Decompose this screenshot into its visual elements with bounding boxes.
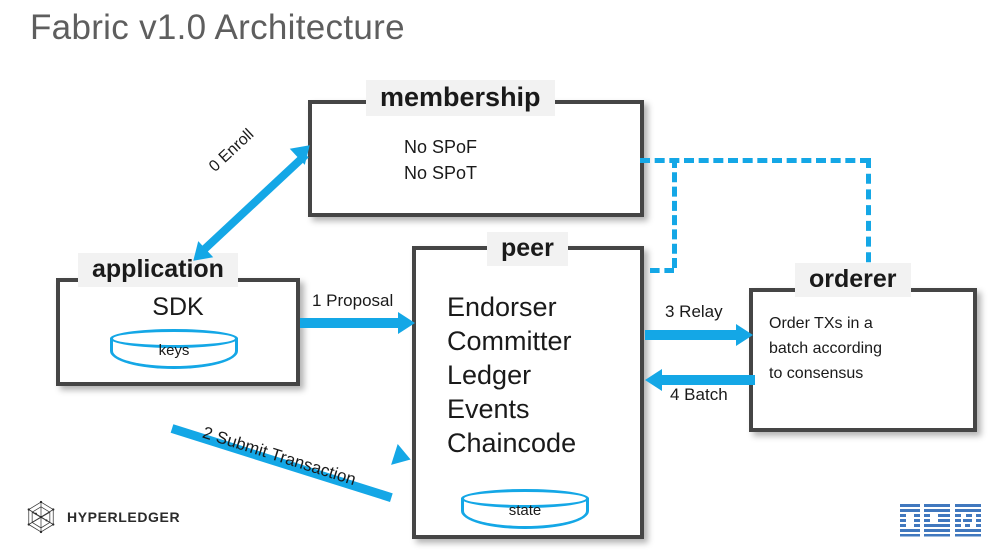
arrow-relay-label: 3 Relay	[665, 302, 723, 321]
keys-cylinder-top	[110, 329, 238, 348]
arrow-batch-head	[645, 369, 662, 391]
hyperledger-wordmark: HYPERLEDGER	[67, 509, 181, 525]
ibm-logo	[900, 503, 984, 542]
dashed-connector-horizontal	[640, 158, 870, 163]
arrow-relay-head	[736, 324, 753, 346]
arrow-relay-line	[645, 330, 738, 340]
application-label: application	[78, 253, 238, 287]
application-body-text: SDK	[152, 293, 204, 321]
arrow-batch-label: 4 Batch	[670, 385, 728, 404]
membership-label: membership	[366, 80, 555, 116]
state-label: state	[508, 501, 542, 519]
arrow-proposal-label: 1 Proposal	[312, 291, 394, 310]
arrow-batch-line	[662, 375, 755, 385]
ibm-wordmark-icon	[900, 504, 981, 537]
application-keys-store: keys	[110, 329, 238, 369]
hyperledger-logo: HYPERLEDGER	[24, 500, 180, 534]
arrow-proposal-line	[300, 318, 400, 328]
arrow-batch	[645, 369, 755, 391]
arrow-relay	[645, 324, 755, 346]
page-title: Fabric v1.0 Architecture	[30, 8, 405, 47]
orderer-label: orderer	[795, 263, 911, 297]
orderer-box[interactable]	[749, 288, 977, 432]
dashed-connector-to-peer	[672, 158, 677, 268]
peer-label: peer	[487, 232, 568, 266]
keys-label: keys	[158, 341, 190, 359]
arrow-proposal-head	[398, 312, 415, 334]
hyperledger-mark-icon	[27, 500, 55, 534]
dashed-connector-peer-stub	[650, 268, 674, 273]
state-cylinder-top	[461, 489, 589, 508]
peer-state-store: state	[461, 489, 589, 529]
dashed-connector-to-orderer	[866, 158, 871, 278]
arrow-proposal	[300, 312, 415, 334]
orderer-body-text: Order TXs in a batch according to consen…	[769, 315, 882, 382]
membership-body-text: No SPoF No SPoT	[404, 137, 478, 183]
peer-body-text: Endorser Committer Ledger Events Chainco…	[447, 292, 577, 458]
arrow-submit-head	[391, 443, 414, 471]
